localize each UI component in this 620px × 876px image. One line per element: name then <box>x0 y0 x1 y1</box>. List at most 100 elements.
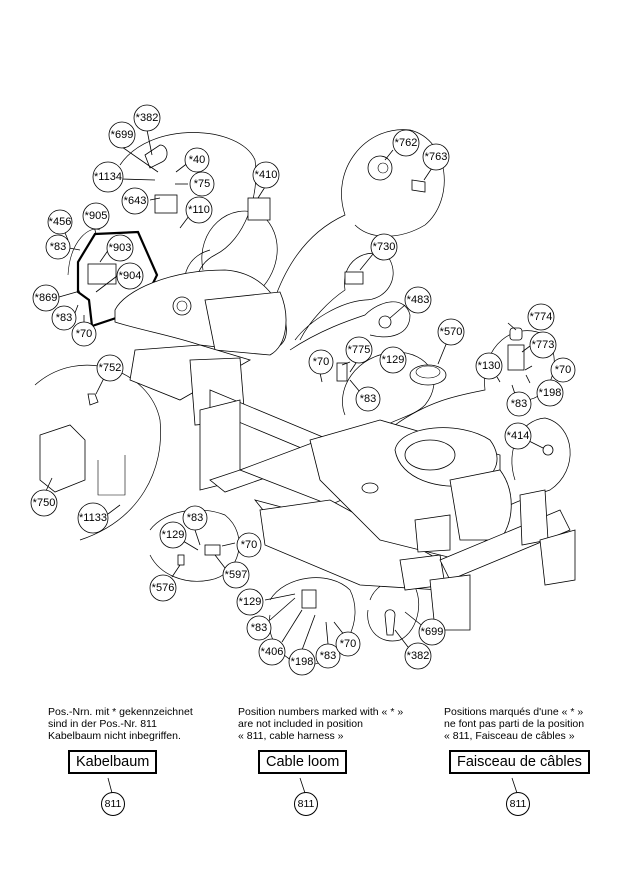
note-english: Position numbers marked with « * » are n… <box>238 706 404 742</box>
svg-text:*129: *129 <box>239 596 262 608</box>
svg-text:*1133: *1133 <box>79 512 107 524</box>
svg-text:*83: *83 <box>56 312 73 324</box>
svg-text:*763: *763 <box>425 151 448 163</box>
switch-406 <box>301 589 317 609</box>
svg-text:*40: *40 <box>189 154 206 166</box>
terminal-cap-bottom <box>384 609 396 636</box>
small-parts <box>39 144 554 636</box>
callout-570: *570 <box>437 318 465 346</box>
svg-text:*83: *83 <box>251 622 268 634</box>
ignition-key <box>411 179 426 193</box>
callouts: *382 *699 *1134 *40 *75 *643 *110 *410 *… <box>30 104 576 676</box>
callout-382-bottom: *382 <box>404 642 432 670</box>
ref-811-french: 811 <box>506 792 530 816</box>
callout-83-e: *83 <box>182 505 208 531</box>
svg-text:*83: *83 <box>320 650 337 662</box>
cap-774 <box>509 327 523 341</box>
callout-1133: *1133 <box>77 502 109 534</box>
battery-750 <box>39 424 86 493</box>
legend-leaders <box>107 777 518 794</box>
callout-110: *110 <box>185 196 213 224</box>
relay-773 <box>507 344 525 371</box>
ref-811-german: 811 <box>101 792 125 816</box>
callout-40: *40 <box>184 147 210 173</box>
callout-775: *775 <box>345 336 373 364</box>
terminal-cap-top <box>144 144 168 169</box>
callout-699-top: *699 <box>108 121 136 149</box>
svg-text:*570: *570 <box>440 326 463 338</box>
callout-905: *905 <box>82 202 110 230</box>
callout-83-c: *83 <box>506 391 532 417</box>
terminal-752 <box>87 393 99 406</box>
svg-text:*70: *70 <box>340 638 357 650</box>
callout-869: *869 <box>32 284 60 312</box>
clip-576 <box>177 554 185 566</box>
callout-773: *773 <box>529 331 557 359</box>
svg-text:*773: *773 <box>532 339 555 351</box>
callout-762: *762 <box>392 129 420 157</box>
callout-129-a: *129 <box>379 346 407 374</box>
callout-198-b: *198 <box>288 648 316 676</box>
note-german: Pos.-Nrn. mit * gekennzeichnet sind in d… <box>48 706 193 742</box>
svg-text:*576: *576 <box>152 582 175 594</box>
callout-382-top: *382 <box>133 104 161 132</box>
callout-70-b: *70 <box>550 357 576 383</box>
callout-70-a: *70 <box>71 321 97 347</box>
callout-597: *597 <box>222 561 250 589</box>
svg-text:*414: *414 <box>507 430 530 442</box>
callout-730: *730 <box>370 233 398 261</box>
svg-text:*110: *110 <box>188 204 210 216</box>
svg-text:*129: *129 <box>162 529 185 541</box>
svg-text:*730: *730 <box>373 241 396 253</box>
callout-70-d: *70 <box>236 532 262 558</box>
svg-text:*456: *456 <box>49 216 72 228</box>
svg-text:*83: *83 <box>187 512 204 524</box>
ref-811-english: 811 <box>294 792 318 816</box>
callout-83-f: *83 <box>246 615 272 641</box>
callout-643: *643 <box>121 187 149 215</box>
svg-text:*410: *410 <box>255 169 278 181</box>
callout-1134: *1134 <box>92 161 124 193</box>
callout-198-a: *198 <box>536 379 564 407</box>
callout-75: *75 <box>189 171 215 197</box>
svg-text:*70: *70 <box>241 539 258 551</box>
svg-text:*762: *762 <box>395 137 418 149</box>
switch-410 <box>247 197 271 221</box>
callout-83-a: *83 <box>45 234 71 260</box>
svg-text:*643: *643 <box>124 195 147 207</box>
legend-box-kabelbaum: Kabelbaum <box>68 750 158 774</box>
callout-763: *763 <box>422 143 450 171</box>
svg-text:*699: *699 <box>421 626 444 638</box>
buzzer-570 <box>409 364 447 386</box>
connector-775 <box>336 362 348 382</box>
callout-752: *752 <box>96 354 124 382</box>
svg-text:*699: *699 <box>111 129 134 141</box>
callout-774: *774 <box>527 303 555 331</box>
callout-410: *410 <box>252 161 280 189</box>
callout-414: *414 <box>504 422 532 450</box>
svg-text:*597: *597 <box>225 569 248 581</box>
svg-text:*83: *83 <box>511 398 528 410</box>
svg-text:*905: *905 <box>85 210 108 222</box>
svg-text:*752: *752 <box>99 362 122 374</box>
callout-70-c: *70 <box>308 349 334 375</box>
svg-text:*70: *70 <box>313 356 330 368</box>
svg-text:*198: *198 <box>539 387 562 399</box>
battery-strap-1133 <box>97 455 126 496</box>
callout-456: *456 <box>47 209 73 235</box>
svg-text:*129: *129 <box>382 354 405 366</box>
svg-text:*198: *198 <box>291 656 314 668</box>
callout-83-d: *83 <box>355 386 381 412</box>
module-903 <box>87 263 117 285</box>
svg-text:*774: *774 <box>530 311 553 323</box>
svg-text:*904: *904 <box>119 270 142 282</box>
callout-129-b: *129 <box>159 521 187 549</box>
svg-text:*70: *70 <box>555 364 572 376</box>
svg-text:*1134: *1134 <box>94 171 122 183</box>
svg-text:*83: *83 <box>360 393 377 405</box>
svg-text:*75: *75 <box>194 178 211 190</box>
svg-text:*903: *903 <box>109 242 132 254</box>
note-french: Positions marqués d'une « * » ne font pa… <box>444 706 585 742</box>
svg-text:*382: *382 <box>136 112 159 124</box>
